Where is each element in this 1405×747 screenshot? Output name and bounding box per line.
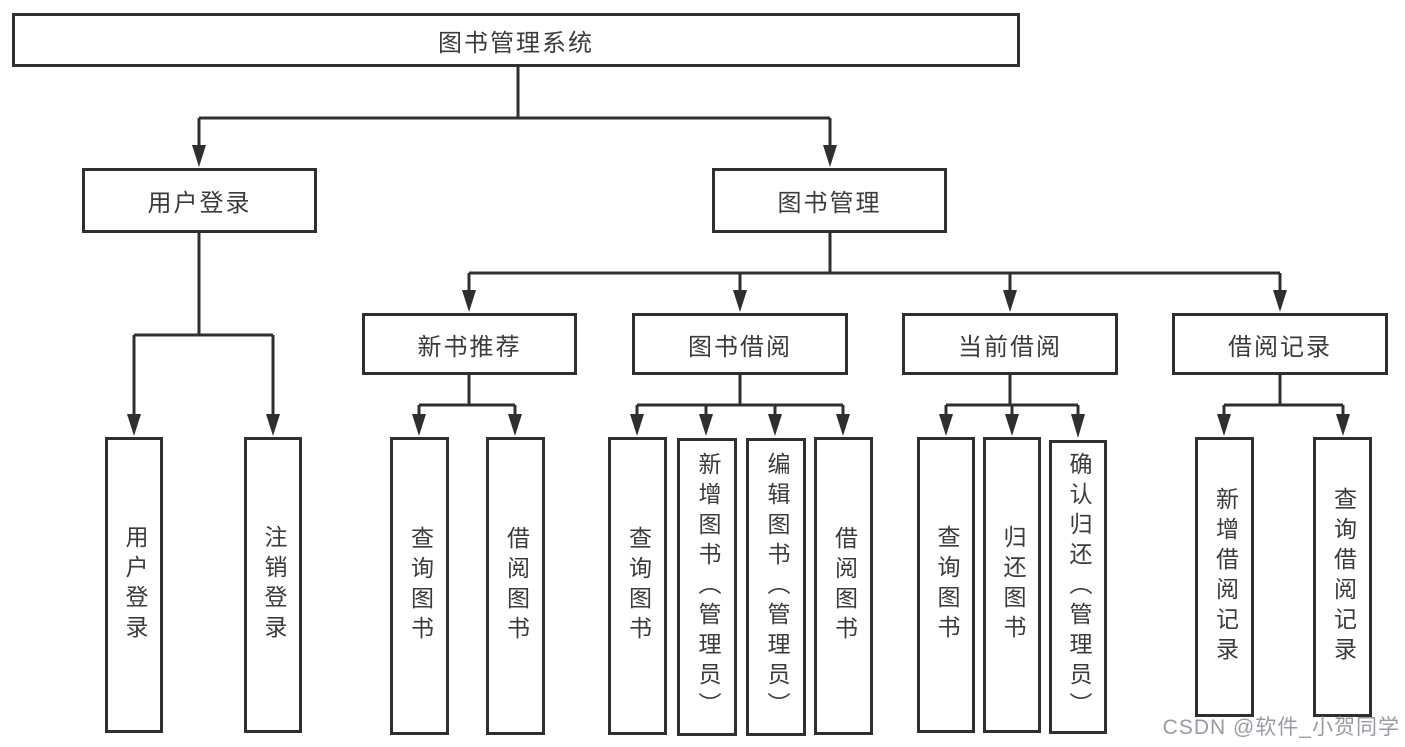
- node-book-borrowing: 图书借阅: [632, 313, 848, 375]
- node-book-management: 图书管理: [712, 168, 947, 233]
- leaf-query-borrow-record: 查询借阅记录: [1313, 437, 1372, 717]
- node-new-book-recommendation: 新书推荐: [362, 313, 577, 375]
- leaf-return-books: 归还图书: [983, 437, 1041, 733]
- leaf-borrow-books-borrow: 借阅图书: [814, 437, 873, 735]
- node-user-login: 用户登录: [82, 168, 317, 233]
- node-current-borrowing: 当前借阅: [902, 313, 1118, 375]
- node-library-management-system: 图书管理系统: [12, 13, 1020, 67]
- arrowheads: [127, 145, 1350, 438]
- leaf-query-books-current: 查询图书: [917, 437, 975, 733]
- watermark: CSDN @软件_小贺同学: [1162, 716, 1400, 739]
- leaf-user-login: 用户登录: [105, 437, 163, 733]
- leaf-borrow-books-recommend: 借阅图书: [486, 437, 545, 735]
- node-borrowing-records: 借阅记录: [1172, 313, 1388, 375]
- leaf-confirm-return-admin: 确认归还（管理员）: [1049, 440, 1107, 734]
- leaf-edit-books-admin: 编辑图书（管理员）: [746, 438, 806, 736]
- leaf-query-books-recommend: 查询图书: [390, 437, 449, 735]
- leaf-add-borrow-record: 新增借阅记录: [1195, 437, 1254, 717]
- leaf-add-books-admin: 新增图书（管理员）: [677, 438, 737, 736]
- leaf-query-books-borrow: 查询图书: [608, 437, 667, 735]
- leaf-logout-login: 注销登录: [244, 437, 302, 733]
